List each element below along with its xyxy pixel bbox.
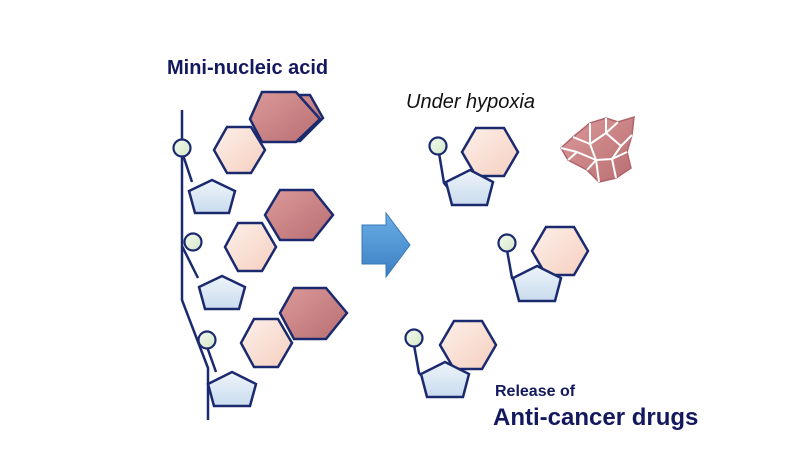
base-hexagon xyxy=(438,319,498,371)
drug-hexagon xyxy=(263,188,335,242)
sugar-pentagon xyxy=(206,370,258,408)
phosphate-circle xyxy=(497,233,517,253)
release-label-line1: Release of xyxy=(495,383,576,400)
sugar-pentagon xyxy=(511,264,563,303)
released-nucleotide-3 xyxy=(404,319,498,399)
title-label: Mini-nucleic acid xyxy=(167,57,329,79)
base-hexagon xyxy=(239,317,294,369)
mini-nucleic-acid-strand xyxy=(172,90,349,420)
drug-crystal-icon xyxy=(560,115,635,183)
sugar-pentagon xyxy=(419,360,471,399)
phosphate-circle xyxy=(183,232,203,252)
phosphate-circle xyxy=(428,136,448,156)
nucleotide-unit-1 xyxy=(172,90,325,215)
released-nucleotide-1 xyxy=(428,126,520,207)
condition-label: Under hypoxia xyxy=(406,91,535,113)
phosphate-circle xyxy=(172,138,192,158)
sugar-pentagon xyxy=(187,178,237,215)
sugar-pentagon xyxy=(197,274,247,311)
nucleotide-unit-2 xyxy=(180,188,335,311)
base-hexagon xyxy=(530,225,590,277)
base-hexagon xyxy=(223,221,278,273)
sugar-pentagon xyxy=(444,168,495,207)
base-hexagon xyxy=(212,125,267,175)
released-nucleotide-2 xyxy=(497,225,590,303)
release-label-line2: Anti-cancer drugs xyxy=(493,404,699,431)
base-hexagon xyxy=(460,126,520,178)
backbone-line xyxy=(180,110,210,420)
right-arrow-icon xyxy=(361,211,411,279)
phosphate-circle xyxy=(197,330,217,350)
phosphate-circle xyxy=(404,328,424,348)
drug-hexagon xyxy=(278,286,349,341)
drug-hexagon xyxy=(248,90,322,144)
nucleotide-unit-3 xyxy=(197,286,349,408)
